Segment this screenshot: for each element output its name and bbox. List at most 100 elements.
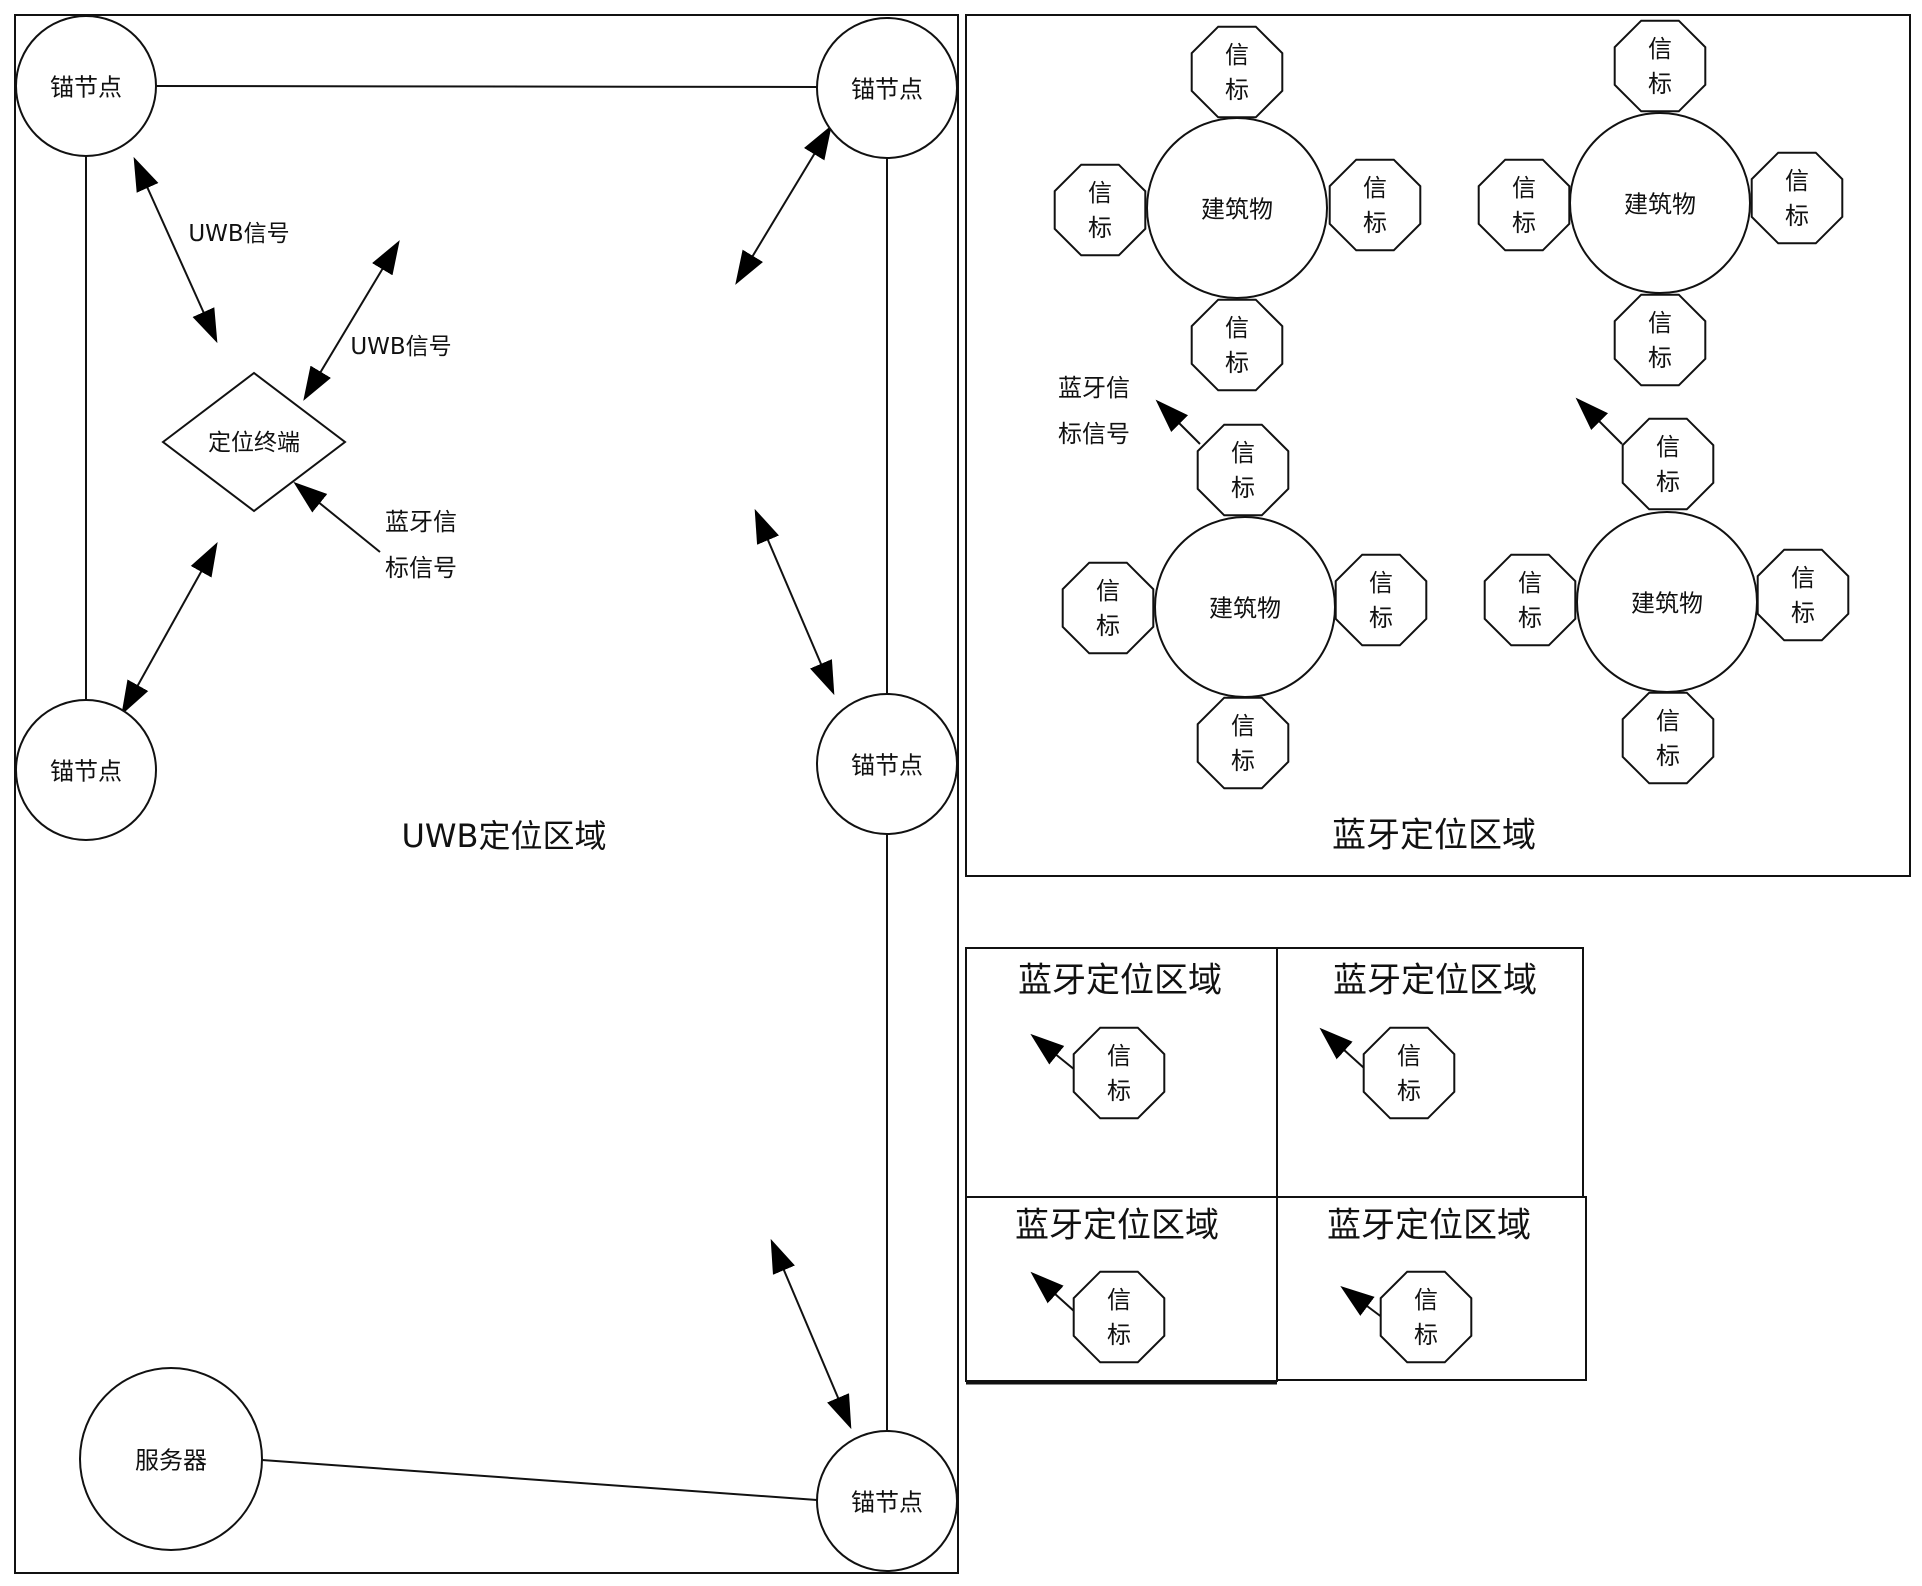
beacon-label-line1: 信 <box>1231 712 1255 741</box>
bt-signal-arrow-building-4 <box>1575 397 1623 445</box>
beacon-label-line1: 信 <box>1656 707 1680 736</box>
beacon-b4-r-label: 信标 <box>1791 561 1815 631</box>
positioning-terminal[interactable] <box>161 371 347 513</box>
beacon-label-line2: 标 <box>1656 468 1680 496</box>
beacon-label-line2: 标 <box>1096 612 1120 640</box>
beacon-label-line2: 标 <box>1656 742 1680 770</box>
server-node[interactable] <box>79 1367 263 1551</box>
beacon-b2-l[interactable] <box>1477 158 1571 252</box>
beacon-label-line1: 信 <box>1369 569 1393 598</box>
uwb-arrow-tr <box>735 125 832 285</box>
beacon-label-line2: 标 <box>1414 1321 1438 1349</box>
beacon-b2-t[interactable] <box>1613 19 1707 113</box>
beacon-label-line1: 信 <box>1363 174 1387 203</box>
link-anchor-tl-tr <box>155 85 818 88</box>
beacon-b1-b[interactable] <box>1190 298 1284 392</box>
beacon-b1-l-label: 信标 <box>1088 176 1112 246</box>
beacon-label-line1: 信 <box>1088 179 1112 208</box>
bt-grid-cell-3-label: 蓝牙定位区域 <box>1015 1205 1219 1246</box>
bt-signal-label-line1: 蓝牙信 <box>1058 374 1130 402</box>
beacon-label-line1: 信 <box>1512 174 1536 203</box>
bt-grid-beacon-3-label: 信标 <box>1107 1283 1131 1353</box>
anchor-node-top-right[interactable] <box>816 17 958 159</box>
bt-signal-label-line2: 标信号 <box>385 553 457 582</box>
bt-grid-arrow-4 <box>1340 1285 1384 1319</box>
beacon-label-line1: 信 <box>1225 314 1249 343</box>
beacon-label-line2: 标 <box>1107 1321 1131 1349</box>
beacon-b4-t[interactable] <box>1621 417 1715 511</box>
beacon-b4-b-label: 信标 <box>1656 704 1680 774</box>
anchor-node-mid-right[interactable] <box>816 693 958 835</box>
beacon-b3-r[interactable] <box>1334 553 1428 647</box>
bt-grid-beacon-1[interactable] <box>1072 1026 1166 1120</box>
beacon-b1-r-label: 信标 <box>1363 171 1387 241</box>
beacon-b2-b[interactable] <box>1613 293 1707 387</box>
beacon-label-line2: 标 <box>1648 70 1672 98</box>
building-1[interactable] <box>1146 117 1328 299</box>
beacon-label-line2: 标 <box>1518 604 1542 632</box>
beacon-label-line1: 信 <box>1656 433 1680 462</box>
beacon-b3-l-label: 信标 <box>1096 574 1120 644</box>
beacon-b2-b-label: 信标 <box>1648 306 1672 376</box>
anchor-label-mid-left: 锚节点 <box>50 757 122 786</box>
beacon-b1-l[interactable] <box>1053 163 1147 257</box>
bt-grid-arrow-3 <box>1030 1271 1076 1313</box>
beacon-b2-l-label: 信标 <box>1512 171 1536 241</box>
building-2[interactable] <box>1569 112 1751 294</box>
beacon-b3-b[interactable] <box>1196 696 1290 790</box>
bt-signal-label-main: 蓝牙信 标信号 <box>1058 366 1130 457</box>
beacon-b2-r-label: 信标 <box>1785 164 1809 234</box>
beacon-b1-b-label: 信标 <box>1225 311 1249 381</box>
beacon-b1-r[interactable] <box>1328 158 1422 252</box>
anchor-node-bottom-right[interactable] <box>816 1430 958 1572</box>
bt-grid-cell-2-label: 蓝牙定位区域 <box>1333 960 1537 1001</box>
uwb-arrow-mr <box>754 508 835 696</box>
bt-arrow-terminal <box>293 481 381 553</box>
building-3[interactable] <box>1154 516 1336 698</box>
bt-grid-arrow-2 <box>1319 1027 1365 1069</box>
beacon-label-line1: 信 <box>1414 1286 1438 1315</box>
beacon-b3-t[interactable] <box>1196 423 1290 517</box>
beacon-label-line1: 信 <box>1231 439 1255 468</box>
beacon-b2-t-label: 信标 <box>1648 32 1672 102</box>
beacon-label-line2: 标 <box>1785 202 1809 230</box>
server-label: 服务器 <box>135 1446 207 1475</box>
beacon-b4-t-label: 信标 <box>1656 430 1680 500</box>
beacon-b3-l[interactable] <box>1061 561 1155 655</box>
beacon-b4-l[interactable] <box>1483 553 1577 647</box>
bt-grid-beacon-4[interactable] <box>1379 1270 1473 1364</box>
beacon-label-line2: 标 <box>1231 747 1255 775</box>
anchor-node-top-left[interactable] <box>15 15 157 157</box>
building-2-label: 建筑物 <box>1624 190 1696 219</box>
beacon-label-line1: 信 <box>1785 167 1809 196</box>
beacon-label-line1: 信 <box>1225 41 1249 70</box>
anchor-node-mid-left[interactable] <box>15 699 157 841</box>
beacon-label-line1: 信 <box>1397 1042 1421 1071</box>
beacon-label-line2: 标 <box>1648 344 1672 372</box>
beacon-b2-r[interactable] <box>1750 151 1844 245</box>
beacon-b3-r-label: 信标 <box>1369 566 1393 636</box>
beacon-b3-t-label: 信标 <box>1231 436 1255 506</box>
beacon-b4-r[interactable] <box>1756 548 1850 642</box>
link-server-anchor-br <box>261 1459 818 1501</box>
uwb-arrow-ml <box>121 542 218 715</box>
beacon-label-line2: 标 <box>1512 209 1536 237</box>
bt-grid-beacon-1-label: 信标 <box>1107 1039 1131 1109</box>
bt-signal-label-uwb: 蓝牙信 标信号 <box>385 500 457 591</box>
bt-grid-beacon-3[interactable] <box>1072 1270 1166 1364</box>
beacon-label-line2: 标 <box>1363 209 1387 237</box>
beacon-label-line1: 信 <box>1648 35 1672 64</box>
uwb-signal-label-2: UWB信号 <box>350 334 452 361</box>
beacon-label-line1: 信 <box>1096 577 1120 606</box>
bt-grid-cell-4-label: 蓝牙定位区域 <box>1327 1205 1531 1246</box>
beacon-b3-b-label: 信标 <box>1231 709 1255 779</box>
building-4[interactable] <box>1576 511 1758 693</box>
beacon-b4-b[interactable] <box>1621 691 1715 785</box>
bt-grid-beacon-2[interactable] <box>1362 1026 1456 1120</box>
bt-signal-label-line1: 蓝牙信 <box>385 508 457 536</box>
building-3-label: 建筑物 <box>1209 594 1281 623</box>
anchor-label-bottom-right: 锚节点 <box>851 1488 923 1517</box>
beacon-b4-l-label: 信标 <box>1518 566 1542 636</box>
bt-grid <box>965 947 1587 1385</box>
